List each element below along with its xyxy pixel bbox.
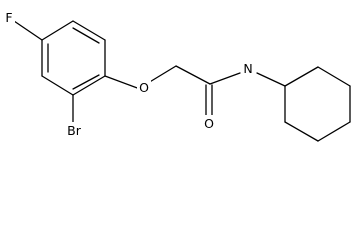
ring-bond-c3-c4: [41, 75, 74, 96]
bromine-label: Br: [67, 123, 82, 138]
cyclohexyl-bond-2: [317, 66, 351, 87]
substituent-bonds: [13, 20, 286, 123]
cyclohexyl-bond-5: [284, 121, 319, 142]
atom-labels: F Br O O N: [3, 9, 255, 138]
ring-bond-c2-c3: [72, 75, 106, 96]
bond-nitrogen-cyclohexyl: [256, 72, 286, 87]
bond-c2-ether-oxygen: [104, 75, 141, 90]
ether-oxygen-label: O: [139, 80, 149, 95]
amide-nitrogen-label: N: [243, 61, 252, 76]
carbonyl-oxygen-label: O: [204, 116, 214, 131]
cyclohexyl-bond-4: [317, 121, 351, 142]
bond-c5-fluorine: [13, 20, 43, 41]
cyclohexyl-bond-1: [284, 66, 319, 87]
ring-bond-c2-c3-inner: [72, 74, 100, 90]
bond-ch2-carbonyl: [175, 65, 211, 85]
cyclohexyl-ring: [284, 66, 351, 142]
aromatic-ring: [41, 20, 106, 96]
ring-bond-c6-c1-inner: [72, 27, 100, 44]
fluorine-label: F: [5, 10, 12, 25]
ring-bond-c5-c6: [41, 20, 74, 41]
bond-carbonyl-nitrogen: [209, 72, 241, 85]
ring-bond-c6-c1: [72, 20, 106, 41]
structure-diagram: F Br O O N: [3, 9, 351, 142]
bond-ether-oxygen-ch2: [147, 65, 177, 84]
